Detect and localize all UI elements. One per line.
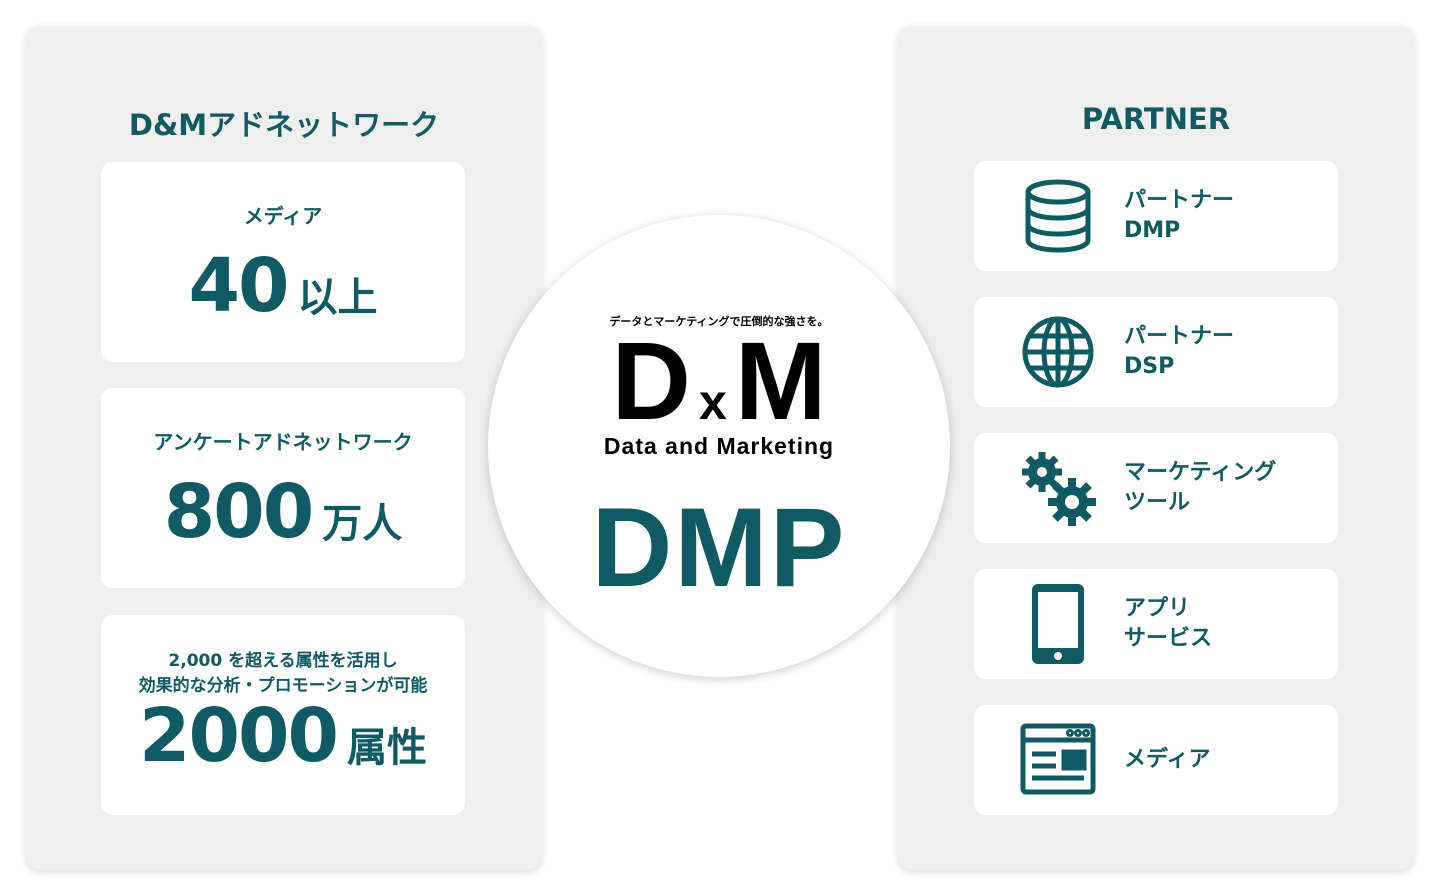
partner-panel: PARTNER パートナー DMP パートナー DSP マーケティングツール アプリ… — [898, 26, 1414, 870]
database-icon — [1025, 179, 1091, 253]
globe-icon — [1022, 316, 1094, 388]
logo-d: D — [611, 320, 691, 443]
stat-unit: 万人 — [322, 501, 403, 547]
stat-label: アンケートアドネットワーク — [153, 430, 413, 454]
partner-item-marketing-tool: マーケティングツール — [974, 433, 1338, 543]
item-line2: サービス — [1124, 626, 1213, 651]
ad-network-title: D&Mアドネットワーク — [128, 108, 440, 142]
partner-title: PARTNER — [1081, 102, 1231, 136]
logo-x: x — [699, 374, 727, 430]
item-line1: パートナー — [1124, 188, 1235, 213]
item-line1: マーケティング — [1124, 460, 1277, 485]
stat-label-line1: 2,000 を超える属性を活用し — [168, 651, 398, 671]
stat-unit: 属性 — [346, 725, 427, 771]
stat-value: 40 — [188, 243, 290, 329]
item-line1: パートナー — [1124, 324, 1235, 349]
product-name: DMP — [591, 485, 847, 610]
partner-item-dsp: パートナー DSP — [974, 297, 1338, 407]
stat-value: 2000 — [139, 693, 339, 779]
item-line2: DSP — [1124, 354, 1175, 379]
gears-icon — [1022, 452, 1096, 526]
tagline: データとマーケティングで圧倒的な強さを。 — [609, 315, 829, 328]
stat-label-line2: 効果的な分析・プロモーションが可能 — [138, 676, 428, 696]
stat-label: メディア — [243, 204, 323, 228]
tablet-icon — [1032, 584, 1084, 664]
item-line2: ツール — [1124, 490, 1191, 515]
media-icon — [1020, 723, 1096, 795]
logo-m: M — [734, 320, 827, 443]
logo-subtitle: Data and Marketing — [603, 433, 835, 459]
partner-item-media: メディア — [974, 705, 1338, 815]
partner-item-app: アプリサービス — [974, 569, 1338, 679]
partner-item-dmp: パートナー DMP — [974, 161, 1338, 271]
stat-value: 800 — [163, 469, 314, 555]
stat-unit: 以上 — [297, 275, 378, 321]
item-line1: アプリ — [1124, 596, 1191, 621]
item-line2: DMP — [1124, 218, 1181, 243]
item-line1: メディア — [1124, 747, 1211, 772]
